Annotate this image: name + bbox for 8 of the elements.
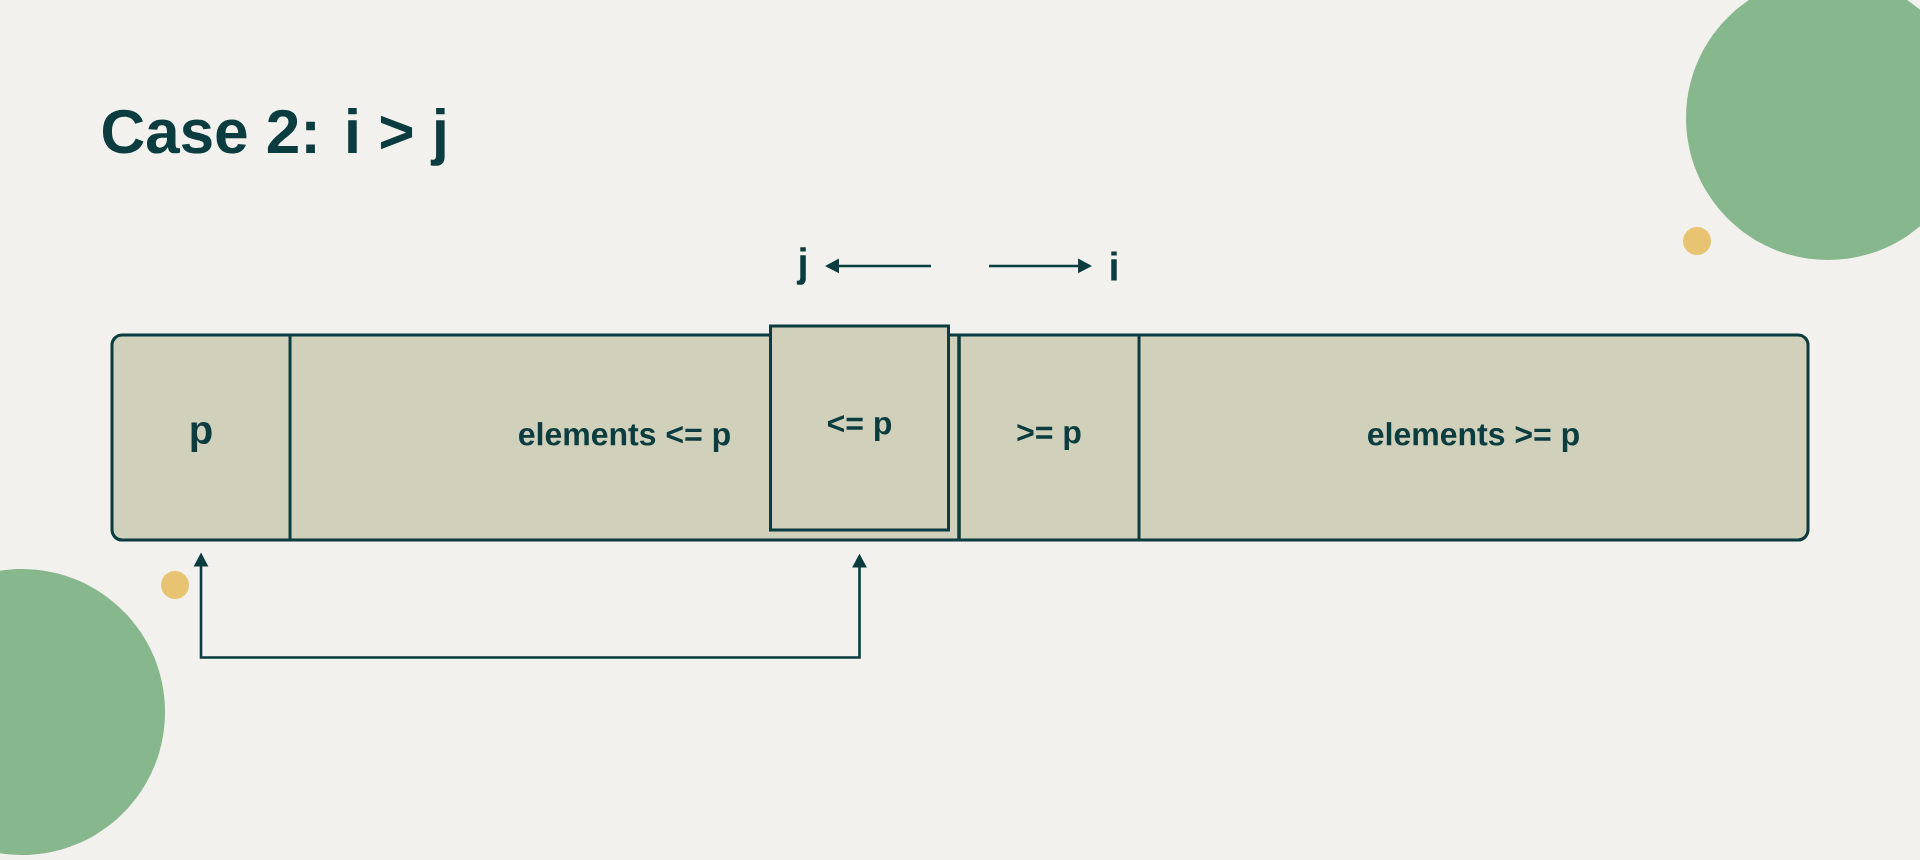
array-cell: elements <= p	[519, 422, 730, 452]
pointer-label: j	[796, 247, 806, 285]
pointer-label: i	[1111, 251, 1117, 281]
title: Case 2: i > j	[102, 108, 445, 166]
highlighted-cell: <= p	[769, 324, 950, 532]
array-cell: >= p	[1017, 424, 1081, 450]
array-cell: p	[191, 422, 212, 452]
array-cell: elements >= p	[1368, 422, 1579, 452]
